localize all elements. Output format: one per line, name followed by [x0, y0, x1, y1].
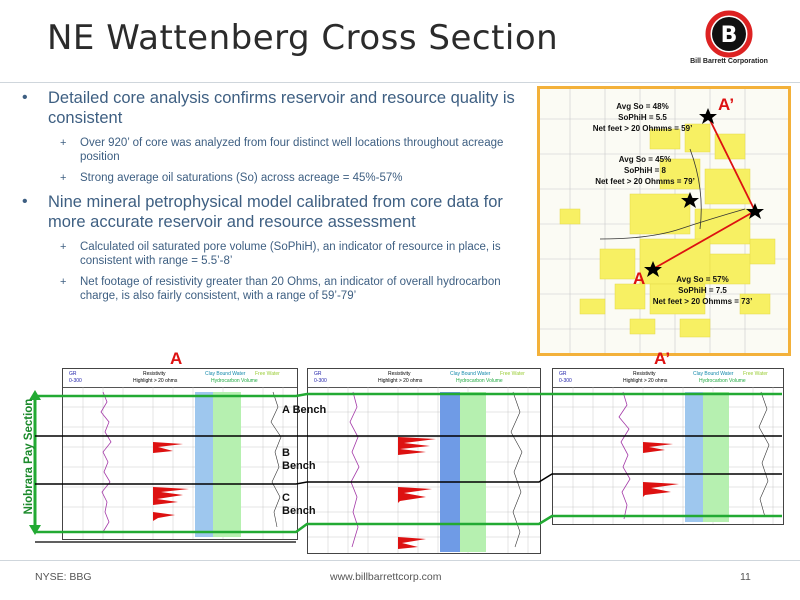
sub-bullet-text: Net footage of resistivity greater than … — [80, 276, 501, 302]
note-line: SoPhiH = 7.5 — [678, 286, 727, 295]
sub-bullet-text: Strong average oil saturations (So) acro… — [80, 172, 403, 184]
log-header-res-note: Highlight > 20 ohms — [378, 378, 423, 384]
bench-label-c: C Bench — [282, 492, 316, 517]
section-label-a: A — [170, 349, 183, 368]
log-header-gr-range: 0-300 — [69, 378, 82, 384]
map-label-a: A — [633, 269, 646, 288]
log-header-res-note: Highlight > 20 ohms — [133, 378, 178, 384]
well-log-panel-2: GR 0-300 Resistivity Highlight > 20 ohms… — [307, 368, 541, 554]
bullet-item: • Nine mineral petrophysical model calibr… — [10, 192, 530, 232]
footer-ticker: NYSE: BBG — [35, 571, 92, 583]
note-line: Net feet > 20 Ohmms = 59’ — [592, 124, 693, 133]
log-header-clay-water: Clay Bound Water — [450, 371, 491, 377]
log-header-gr: GR — [559, 371, 567, 377]
plus-bullet-icon: + — [60, 276, 67, 288]
sub-bullet-text: Calculated oil saturated pore volume (So… — [80, 241, 501, 267]
note-line: SoPhiH = 5.5 — [618, 113, 667, 122]
sub-bullet-text: Over 920’ of core was analyzed from four… — [80, 137, 504, 163]
log-header-gr-range: 0-300 — [559, 378, 572, 384]
log-header-clay-water: Clay Bound Water — [205, 371, 246, 377]
log-tracks — [308, 387, 540, 553]
log-tracks — [63, 387, 297, 539]
log-header-gr: GR — [314, 371, 322, 377]
footer-website-link[interactable]: www.billbarrettcorp.com — [330, 571, 442, 583]
well-log-panel-1: GR 0-300 Resistivity Highlight > 20 ohms… — [62, 368, 298, 540]
bench-label-b: B Bench — [282, 447, 316, 472]
sub-bullet-item: + Strong average oil saturations (So) acr… — [10, 171, 530, 185]
plus-bullet-icon: + — [60, 172, 67, 184]
map-label-a-prime: A’ — [718, 95, 735, 114]
log-tracks — [553, 387, 783, 524]
sub-bullet-item: + Calculated oil saturated pore volume (S… — [10, 240, 530, 268]
well-stats-note: Avg So = 57% SoPhiH = 7.5 Net feet > 20 … — [635, 274, 770, 307]
footer-divider — [0, 560, 800, 561]
section-label-a-prime: A’ — [654, 349, 671, 368]
page-number: 11 — [740, 571, 751, 583]
logo-mark-icon: B — [705, 10, 753, 58]
niobrara-label: Niobrara Pay Section — [23, 398, 35, 515]
log-header-gr-range: 0-300 — [314, 378, 327, 384]
note-line: Avg So = 57% — [676, 275, 729, 284]
note-line: Avg So = 45% — [618, 155, 672, 164]
log-header: GR 0-300 Resistivity Highlight > 20 ohms… — [553, 369, 783, 388]
log-header-free-water: Free Water — [743, 371, 768, 377]
log-header-gr: GR — [69, 371, 77, 377]
bullet-dot-icon: • — [22, 193, 28, 210]
log-header-hc-volume: Hydrocarbon Volume — [699, 378, 746, 384]
log-header-hc-volume: Hydrocarbon Volume — [211, 378, 258, 384]
log-header-resistivity: Resistivity — [633, 371, 656, 377]
map-graphic — [540, 89, 788, 353]
title-divider — [0, 82, 800, 83]
log-header-free-water: Free Water — [255, 371, 280, 377]
note-line: SoPhiH = 8 — [623, 166, 666, 175]
log-header: GR 0-300 Resistivity Highlight > 20 ohms… — [308, 369, 540, 388]
niobrara-pay-bracket: Niobrara Pay Section — [15, 390, 45, 535]
bullet-item: • Detailed core analysis confirms reservo… — [10, 88, 530, 128]
page-title: NE Wattenberg Cross Section — [47, 18, 559, 58]
log-header-resistivity: Resistivity — [143, 371, 166, 377]
bench-label-a: A Bench — [282, 404, 327, 416]
bullet-list: • Detailed core analysis confirms reservo… — [10, 88, 530, 310]
log-header-free-water: Free Water — [500, 371, 525, 377]
log-header-resistivity: Resistivity — [388, 371, 411, 377]
well-log-panel-3: GR 0-300 Resistivity Highlight > 20 ohms… — [552, 368, 784, 525]
log-header-clay-water: Clay Bound Water — [693, 371, 734, 377]
well-stats-note: Avg So = 45% SoPhiH = 8 Net feet > 20 Oh… — [580, 154, 710, 187]
bullet-text: Detailed core analysis confirms reservoi… — [48, 89, 515, 127]
logo-company-name: Bill Barrett Corporation — [690, 58, 768, 65]
well-stats-note: Avg So = 48% SoPhiH = 5.5 Net feet > 20 … — [570, 101, 715, 134]
acreage-map: Avg So = 48% SoPhiH = 5.5 Net feet > 20 … — [537, 86, 791, 356]
note-line: Net feet > 20 Ohmms = 79’ — [595, 177, 695, 186]
note-line: Avg So = 48% — [616, 102, 669, 111]
logo-letter: B — [721, 23, 738, 48]
bullet-dot-icon: • — [22, 89, 28, 106]
bullet-text: Nine mineral petrophysical model calibra… — [48, 193, 503, 231]
sub-bullet-item: + Net footage of resistivity greater than… — [10, 275, 530, 303]
plus-bullet-icon: + — [60, 137, 67, 149]
log-header-res-note: Highlight > 20 ohms — [623, 378, 668, 384]
company-logo: B Bill Barrett Corporation — [664, 10, 794, 70]
plus-bullet-icon: + — [60, 241, 67, 253]
note-line: Net feet > 20 Ohmms = 73’ — [652, 297, 753, 306]
log-header: GR 0-300 Resistivity Highlight > 20 ohms… — [63, 369, 297, 388]
sub-bullet-item: + Over 920’ of core was analyzed from fou… — [10, 136, 530, 164]
log-header-hc-volume: Hydrocarbon Volume — [456, 378, 503, 384]
